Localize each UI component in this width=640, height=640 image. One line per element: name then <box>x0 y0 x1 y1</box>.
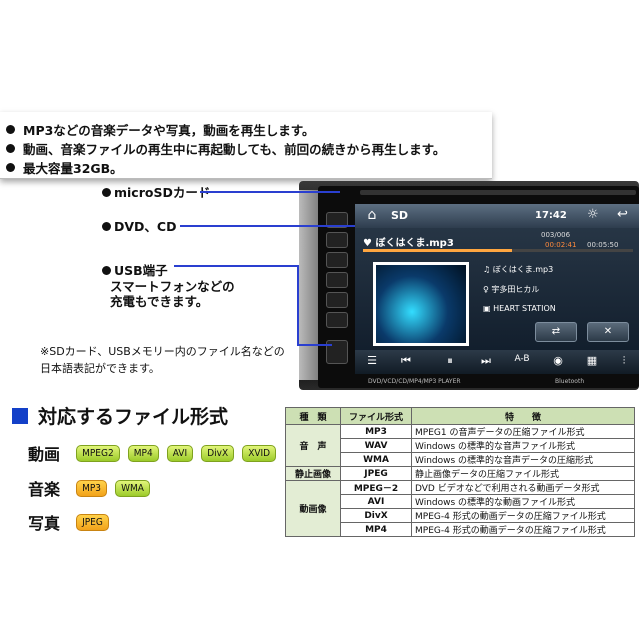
next-icon[interactable]: ⏭ <box>481 354 491 367</box>
progress-fill <box>363 249 512 252</box>
leader-line-usb <box>174 265 298 267</box>
feature-line-2: 動画、音楽ファイルの再生中に再起動しても、前回の続きから再生します。 <box>6 139 445 158</box>
title-square-icon <box>12 408 28 424</box>
table-row: 音 声 MP3 MPEG1 の音声データの圧縮ファイル形式 <box>285 424 635 467</box>
leader-line-usb-down <box>297 265 299 345</box>
table-row: 動画像 MPEG－2 DVD ビデオなどで利用される動画データ形式 <box>285 480 635 537</box>
time-current: 00:02:41 <box>545 241 577 249</box>
player-screen: ⌂ SD 17:42 ☼ ↩ ♥ ぼくはくま.mp3 003/006 00:02… <box>355 204 639 374</box>
side-button[interactable] <box>326 232 348 248</box>
table-row: MP4 MPEG-4 形式の動画データの圧縮ファイル形式 <box>286 522 635 537</box>
side-button[interactable] <box>326 312 348 328</box>
grid-icon[interactable]: ▦ <box>586 354 598 367</box>
unit-label: DVD/VCD/CD/MP4/MP3 PLAYER <box>368 378 461 385</box>
format-chip: DivX <box>201 444 235 462</box>
meta-artist: ♀ 宇多田ヒカル <box>483 285 540 294</box>
clock: 17:42 <box>535 210 567 221</box>
feature-line-3: 最大容量32GB。 <box>6 158 123 177</box>
formats-title: 対応するファイル形式 <box>12 402 228 429</box>
format-chip: MP4 <box>127 444 159 462</box>
bluetooth-label: Bluetooth <box>555 378 585 385</box>
side-button[interactable] <box>326 272 348 288</box>
callout-microsd: microSDカード <box>102 182 210 201</box>
format-table: 種 類 ファイル形式 特 徴 音 声 MP3 MPEG1 の音声データの圧縮ファ… <box>285 407 635 537</box>
shuffle-icon[interactable]: ✕ <box>587 322 629 342</box>
music-note-icon: ♫ <box>483 265 493 274</box>
ab-repeat-button[interactable]: A-B <box>514 354 530 364</box>
feature-line-1: MP3などの音楽データや写真，動画を再生します。 <box>6 120 315 139</box>
table-row: DivX MPEG-4 形式の動画データの圧縮ファイル形式 <box>286 508 635 523</box>
format-row-photo: 写真 JPEG <box>28 510 109 534</box>
song-title: ♥ ぼくはくま.mp3 <box>363 238 454 249</box>
menu-icon[interactable]: ☰ <box>367 354 377 367</box>
table-row: WMA Windows の標準的な音声データの圧縮形式 <box>286 452 635 467</box>
bullet-icon <box>6 163 15 172</box>
repeat-icon[interactable]: ⇄ <box>535 322 577 342</box>
callout-dvd: DVD、CD <box>102 216 176 235</box>
disc-slot[interactable] <box>360 190 636 195</box>
heart-icon: ♥ <box>363 238 376 249</box>
track-number: 003/006 <box>541 231 571 239</box>
callout-usb-line2: スマートフォンなどの <box>110 279 235 294</box>
table-header-row: 種 類 ファイル形式 特 徴 <box>285 407 635 425</box>
callout-usb-line3: 充電もできます。 <box>110 294 209 309</box>
prev-icon[interactable]: ⏮ <box>401 354 411 367</box>
home-icon[interactable]: ⌂ <box>367 207 377 223</box>
album-art <box>373 262 469 346</box>
format-row-music: 音楽 MP3 WMA <box>28 476 150 500</box>
person-icon: ♀ <box>483 285 492 294</box>
progress-bar[interactable] <box>363 249 633 252</box>
disc-icon[interactable]: ◉ <box>553 354 563 367</box>
gear-icon[interactable]: ☼ <box>587 207 599 222</box>
player-topbar: ⌂ SD 17:42 ☼ ↩ <box>355 204 639 228</box>
bullet-icon <box>102 222 111 231</box>
pause-icon[interactable]: ⏸ <box>447 354 453 367</box>
back-icon[interactable]: ↩ <box>617 207 628 222</box>
format-chip: WMA <box>115 479 150 497</box>
leader-line-dvd <box>180 225 355 227</box>
eq-icon[interactable]: ⫶ <box>622 354 626 367</box>
format-chip: XVID <box>242 444 277 462</box>
format-chip: AVI <box>166 444 194 462</box>
bullet-icon <box>6 125 15 134</box>
leader-line-microsd <box>200 191 340 193</box>
meta-title: ♫ ぼくはくま.mp3 <box>483 265 554 274</box>
side-button[interactable] <box>326 292 348 308</box>
side-button[interactable] <box>326 212 348 228</box>
bullet-icon <box>102 188 111 197</box>
table-row: 静止画像 JPEG 静止画像データの圧縮ファイル形式 <box>285 466 635 481</box>
callout-usb: USB端子 <box>102 260 168 279</box>
note-text: ※SDカード、USBメモリー内のファイル名などの 日本語表記ができます。 <box>40 345 285 375</box>
time-total: 00:05:50 <box>587 241 619 249</box>
side-button[interactable] <box>326 252 348 268</box>
meta-album: ▣ HEART STATION <box>483 304 556 313</box>
control-bar <box>355 350 639 374</box>
usb-port[interactable] <box>326 340 348 364</box>
bullet-icon <box>6 144 15 153</box>
source-label: SD <box>391 209 409 222</box>
format-row-video: 動画 MPEG2 MP4 AVI DivX XVID <box>28 441 277 465</box>
feature-info-box: MP3などの音楽データや写真，動画を再生します。 動画、音楽ファイルの再生中に再… <box>0 112 492 179</box>
bullet-icon <box>102 266 111 275</box>
format-chip: JPEG <box>76 513 109 531</box>
format-chip: MPEG2 <box>76 444 120 462</box>
album-icon: ▣ <box>483 304 494 313</box>
format-chip: MP3 <box>76 479 108 497</box>
leader-line-usb-end <box>297 344 332 346</box>
